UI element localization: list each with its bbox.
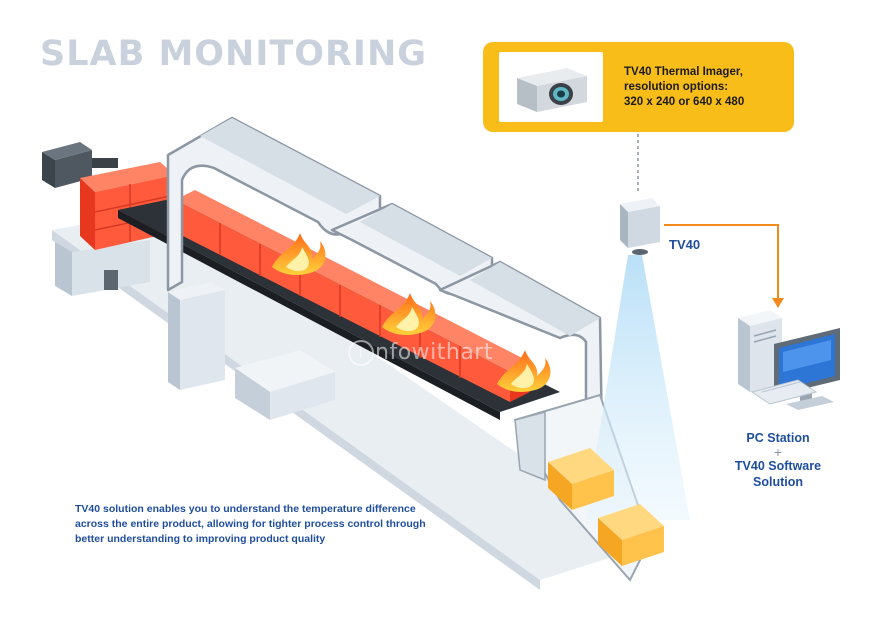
sensor-label: TV40 [669,237,701,252]
watermark-icon: i [348,340,374,366]
flame-icon-3 [497,350,551,392]
software-line-1: TV40 Software [734,459,822,473]
plus-sign: + [773,444,783,460]
flame-icon-1 [272,233,326,275]
callout-line-1: TV40 Thermal Imager, [624,66,743,78]
data-arrow [664,224,779,300]
output-box-1 [548,448,614,510]
description-line-2: across the entire product, allowing for … [75,518,426,530]
software-line-2: Solution [753,475,803,489]
arrow-head-icon [772,298,784,308]
description-line-1: TV40 solution enables you to understand … [75,503,416,515]
furnace-hood [166,116,604,452]
pc-station-label: PC Station + TV40 Software Solution [712,430,844,490]
pc-station-line: PC Station [746,431,810,445]
callout-line-3: 320 x 240 or 640 x 480 [624,96,745,108]
callout-text: TV40 Thermal Imager, resolution options:… [624,65,789,110]
solution-description: TV40 solution enables you to understand … [75,502,495,547]
flame-icon-2 [382,293,436,335]
output-box-2 [598,504,664,566]
description-line-3: better understanding to improving produc… [75,533,326,545]
watermark-text: nfowithart [375,340,493,365]
thermal-imager-callout: TV40 Thermal Imager, resolution options:… [483,42,794,132]
thermal-beam [585,255,690,520]
tv40-sensor-icon [620,198,660,255]
page-title: SLAB MONITORING [40,34,427,74]
thermal-camera-image [499,52,603,122]
pc-station-icon [738,310,840,410]
callout-line-2: resolution options: [624,81,729,93]
control-cabinets [168,282,335,420]
